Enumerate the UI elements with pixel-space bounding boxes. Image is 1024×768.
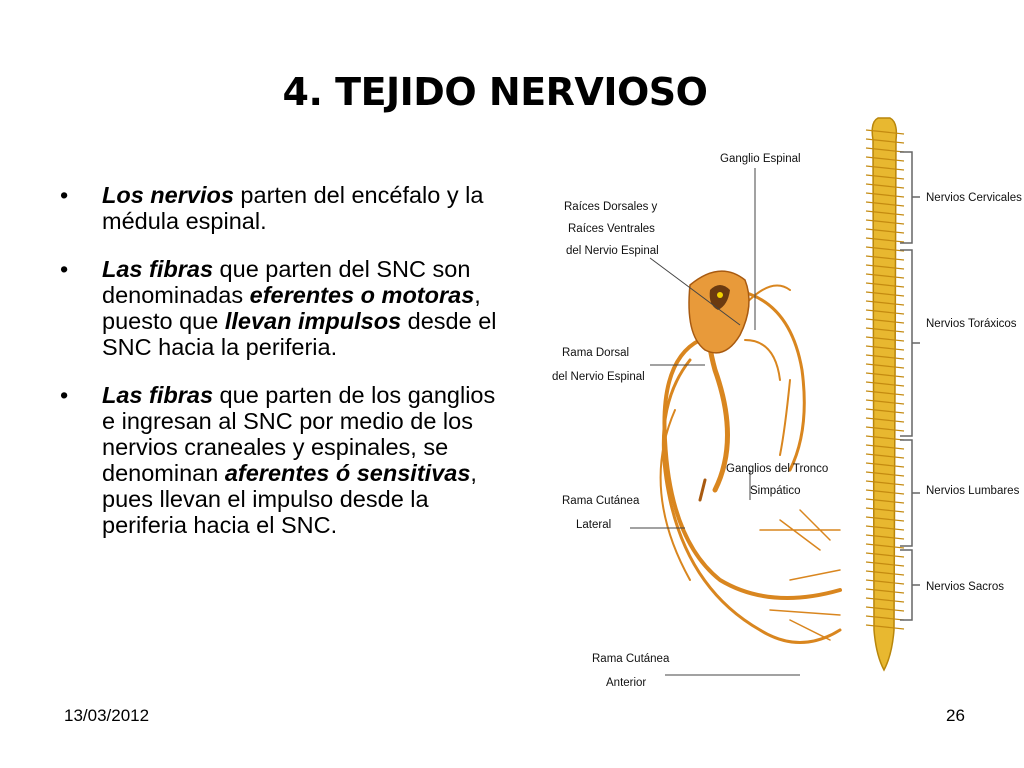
label-ganglio-espinal: Ganglio Espinal — [720, 153, 801, 165]
bullet-marker: • — [60, 256, 69, 282]
bullet-text: que parten del SNC son denominadas — [102, 256, 471, 308]
spinal-nerve-illustration — [659, 272, 842, 644]
bullet-item: • Las fibras que parten del SNC son denom… — [60, 256, 500, 360]
emphasis-text: llevan impulsos — [224, 308, 402, 334]
leader-lines — [630, 168, 800, 676]
bullet-text: que parten de los ganglios e ingresan al… — [102, 382, 496, 486]
bullet-marker: • — [60, 182, 69, 208]
emphasis-text: eferentes o motoras — [249, 282, 475, 308]
nervous-system-diagram: Ganglio Espinal Raíces Dorsales y Raíces… — [552, 117, 1022, 689]
bullet-text: , puesto que — [102, 282, 481, 334]
label-rama-cutanea-anterior: Rama Cutánea — [592, 653, 670, 665]
label-nervios-toraxicos: Nervios Toráxicos — [926, 318, 1017, 330]
bullet-text: desde el SNC hacia la periferia. — [102, 308, 497, 360]
spinal-cord-illustration — [865, 117, 905, 672]
label-raices: Raíces Dorsales y — [564, 201, 658, 213]
footer-date: 13/03/2012 — [64, 706, 150, 725]
label-rama-cutanea-anterior: Anterior — [606, 677, 646, 689]
emphasis-text: Los nervios — [102, 182, 234, 208]
bullet-list: • Los nervios parten del encéfalo y la mé… — [60, 182, 500, 560]
emphasis-text: Las fibras — [102, 256, 214, 282]
label-nervios-cervicales: Nervios Cervicales — [926, 192, 1022, 204]
label-rama-dorsal: del Nervio Espinal — [552, 371, 645, 383]
label-nervios-lumbares: Nervios Lumbares — [926, 485, 1020, 497]
emphasis-text: aferentes ó sensitivas — [224, 460, 471, 486]
bullet-item: • Las fibras que parten de los ganglios e… — [60, 382, 500, 538]
page-number: 26 — [946, 706, 965, 725]
label-rama-cutanea-lateral: Lateral — [576, 519, 611, 531]
bullet-text: , pues llevan el impulso desde la perife… — [102, 460, 477, 538]
label-rama-cutanea-lateral: Rama Cutánea — [562, 495, 640, 507]
bullet-text: parten del encéfalo y la médula espinal. — [102, 182, 484, 234]
label-ganglios-tronco: Simpático — [750, 485, 801, 497]
label-raices: Raíces Ventrales — [568, 223, 655, 235]
label-nervios-sacros: Nervios Sacros — [926, 581, 1004, 593]
label-raices: del Nervio Espinal — [566, 245, 659, 257]
bullet-item: • Los nervios parten del encéfalo y la mé… — [60, 182, 500, 234]
slide-title: 4. TEJIDO NERVIOSO — [282, 70, 708, 114]
bullet-marker: • — [60, 382, 69, 408]
region-braces — [900, 151, 920, 621]
emphasis-text: Las fibras — [102, 382, 214, 408]
label-ganglios-tronco: Ganglios del Tronco — [726, 463, 828, 475]
spinal-cord-section — [688, 270, 750, 354]
label-rama-dorsal: Rama Dorsal — [562, 347, 629, 359]
